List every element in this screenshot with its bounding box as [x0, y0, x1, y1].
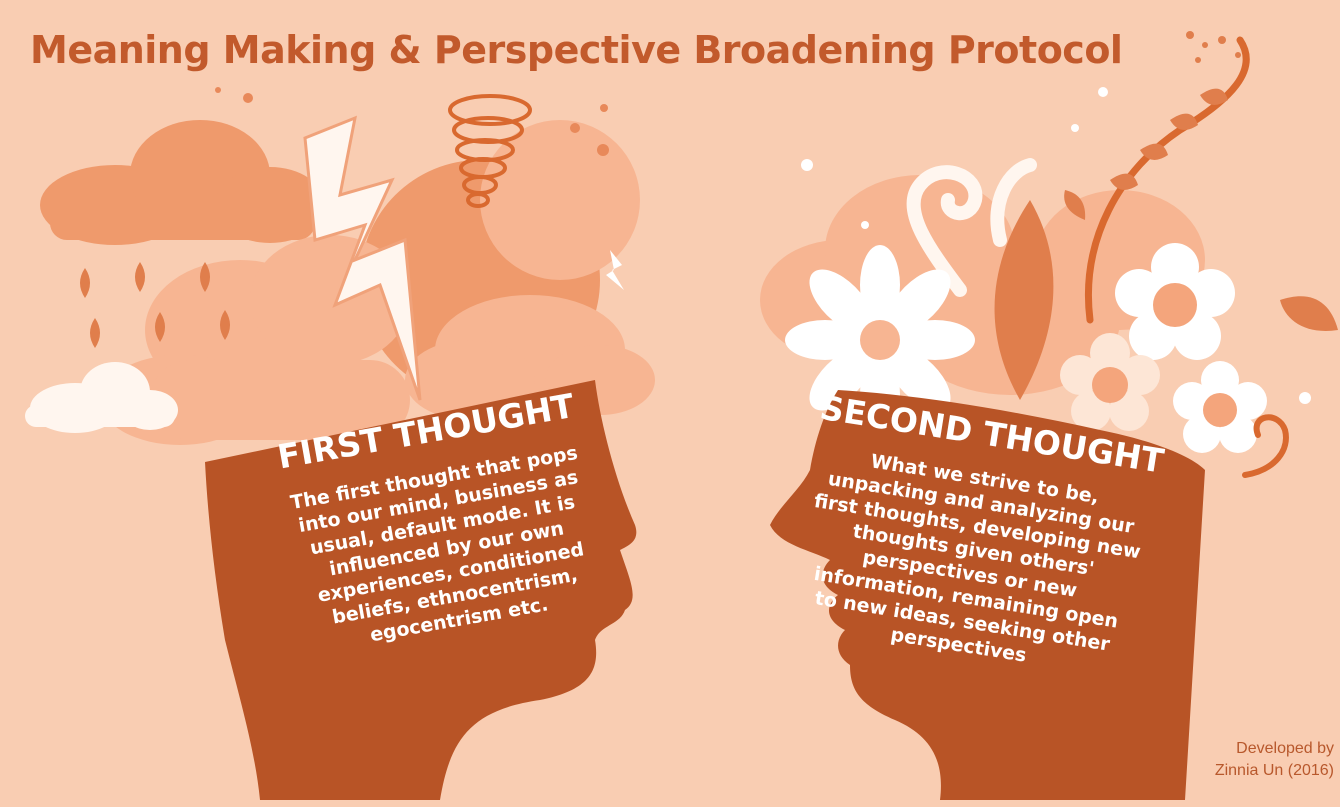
- light-cloud-bg: [480, 120, 640, 280]
- flower-illustration: [760, 31, 1338, 478]
- sparkle-dots: [1186, 31, 1241, 63]
- storm-illustration: [25, 87, 655, 445]
- dots-decoration: [801, 87, 1311, 404]
- page-title: Meaning Making & Perspective Broadening …: [30, 28, 1123, 72]
- fern-swirl-icon: [906, 158, 1037, 297]
- vine-icon: [1085, 36, 1250, 324]
- dots-decoration: [215, 87, 609, 156]
- rain-drop-icon: [80, 262, 230, 348]
- credit-line-2: Zinnia Un (2016): [1214, 762, 1334, 779]
- credit-line-1: Developed by: [1236, 740, 1334, 757]
- white-cloud-icon: [25, 362, 178, 433]
- head-silhouette-icon: [770, 390, 1205, 800]
- head-silhouette-icon: [205, 380, 637, 800]
- tornado-icon: [448, 94, 532, 208]
- storm-cloud-icon: [40, 120, 325, 245]
- lightning-bolt-icon: [303, 115, 624, 401]
- credit: Developed by Zinnia Un (2016): [1215, 738, 1334, 782]
- swirl-icon: [1242, 414, 1289, 478]
- leaf-icon: [994, 88, 1338, 400]
